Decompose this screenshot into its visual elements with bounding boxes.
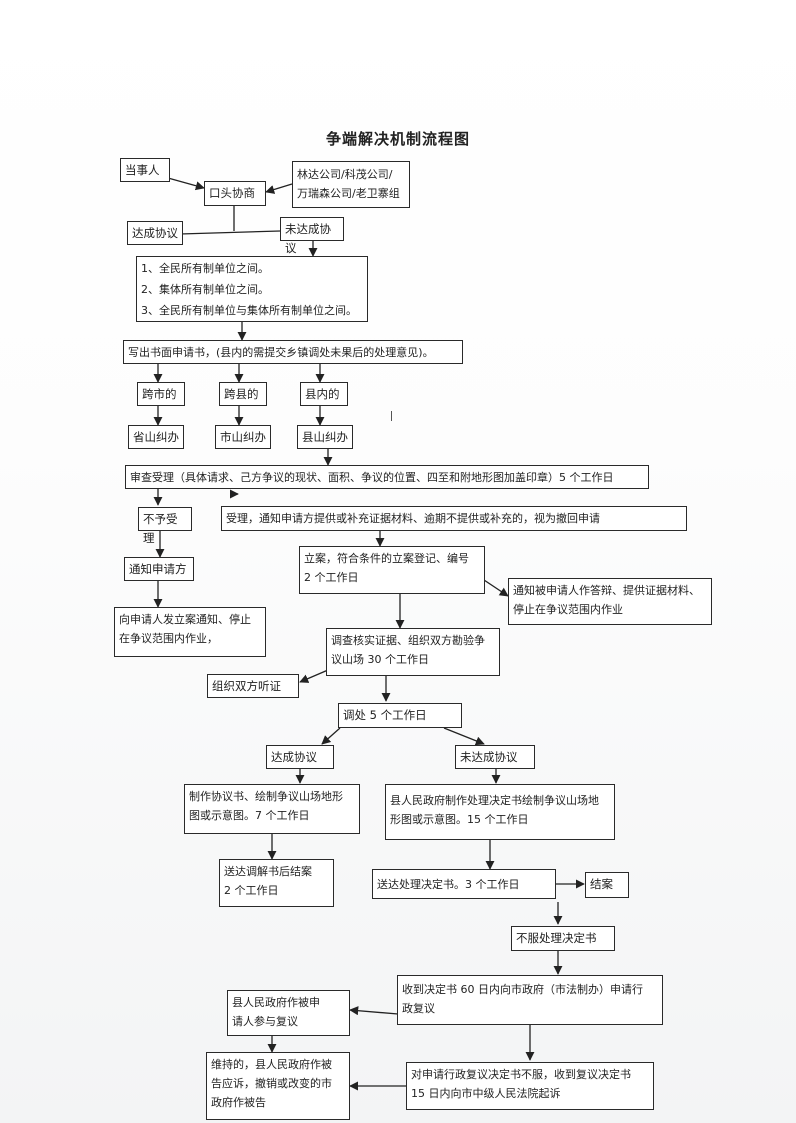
agreement-reached-box: 达成协议 xyxy=(127,221,183,245)
cross-city-box: 跨市的 xyxy=(137,382,185,406)
hearing-box: 组织双方听证 xyxy=(207,674,299,698)
review-acceptance-box: 审查受理（具体请求、己方争议的现状、面积、争议的位置、四至和附地形图加盖印章）5… xyxy=(125,465,649,489)
make-agreement-box: 制作协议书、绘制争议山场地形 图或示意图。7 个工作日 xyxy=(184,784,360,834)
reconsideration-application-box: 收到决定书 60 日内向市政府（市法制办）申请行 政复议 xyxy=(397,975,663,1025)
close-case-box: 结案 xyxy=(585,872,629,898)
oral-negotiation-box: 口头协商 xyxy=(204,181,266,206)
accepted-box: 受理，通知申请方提供或补充证据材料、逾期不提供或补充的，视为撤回申请 xyxy=(221,506,687,531)
parties-list-box: 林达公司/科茂公司/ 万瑞森公司/老卫寨组 xyxy=(292,161,410,208)
provincial-office-box: 省山纠办 xyxy=(128,425,184,449)
county-office-box: 县山纠办 xyxy=(297,425,353,449)
within-county-box: 县内的 xyxy=(300,382,348,406)
stray-mark xyxy=(391,411,392,421)
city-office-box: 市山纠办 xyxy=(215,425,271,449)
govt-decision-box: 县人民政府制作处理决定书绘制争议山场地 形图或示意图。15 个工作日 xyxy=(385,784,615,840)
dispute-types-box: 1、全民所有制单位之间。 2、集体所有制单位之间。 3、全民所有制单位与集体所有… xyxy=(136,256,368,322)
notify-respondent-box: 通知被申请人作答辩、提供证据材料、 停止在争议范围内作业 xyxy=(508,578,712,625)
not-accepted-box: 不予受理 xyxy=(138,507,192,545)
notify-applicant-box: 通知申请方 xyxy=(124,557,194,581)
flowchart-title: 争端解决机制流程图 xyxy=(325,130,470,148)
disagree-decision-box: 不服处理决定书 xyxy=(511,926,615,951)
filing-box: 立案，符合条件的立案登记、编号 2 个工作日 xyxy=(299,546,485,594)
notice-to-applicant-box: 向申请人发立案通知、停止 在争议范围内作业， xyxy=(114,607,266,657)
written-application-box: 写出书面申请书，(县内的需提交乡镇调处未果后的处理意见)。 xyxy=(123,340,463,364)
agreement-reached-2-box: 达成协议 xyxy=(266,745,334,769)
mediation-box: 调处 5 个工作日 xyxy=(338,703,462,728)
party-box: 当事人 xyxy=(120,158,170,182)
deliver-decision-box: 送达处理决定书。3 个工作日 xyxy=(372,869,556,899)
investigation-box: 调查核实证据、组织双方勘验争 议山场 30 个工作日 xyxy=(326,628,500,676)
cross-county-box: 跨县的 xyxy=(219,382,267,406)
deliver-mediation-box: 送达调解书后结案 2 个工作日 xyxy=(219,859,334,907)
no-agreement-box: 未达成协议 xyxy=(280,217,344,255)
lawsuit-box: 对申请行政复议决定书不服，收到复议决定书 15 日内向市中级人民法院起诉 xyxy=(406,1062,654,1110)
no-agreement-2-box: 未达成协议 xyxy=(455,745,535,769)
govt-participates-box: 县人民政府作被申 请人参与复议 xyxy=(227,990,350,1036)
upheld-box: 维持的，县人民政府作被 告应诉，撤销或改变的市 政府作被告 xyxy=(206,1052,350,1120)
